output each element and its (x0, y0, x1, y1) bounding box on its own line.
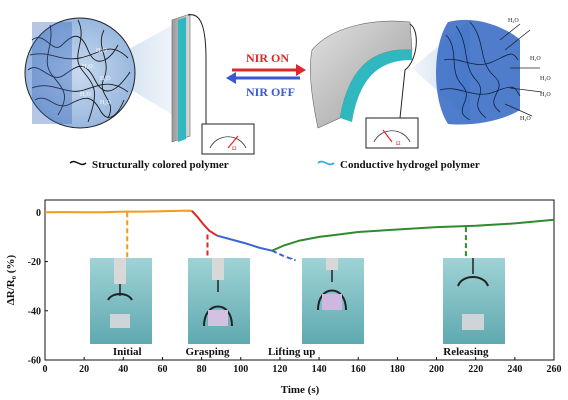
polymer-chains-left (27, 19, 131, 123)
x-tick-label: 40 (118, 364, 128, 375)
x-tick-label: 260 (547, 364, 562, 375)
svg-text:H₂O: H₂O (530, 56, 541, 62)
data-series-line (271, 218, 555, 252)
data-series-line (271, 249, 296, 262)
photo-releasing (443, 258, 505, 344)
x-tick-label: 100 (233, 364, 248, 375)
stage-label: Releasing (443, 346, 489, 358)
hydrogel-layer-flat (178, 17, 186, 142)
ohmmeter-left: Ω (201, 123, 255, 155)
y-tick-label: -60 (28, 356, 41, 367)
y-tick-label: -20 (28, 257, 41, 268)
schematic-right: Ω H₂O H₂O H₂O H₂O H₂O (310, 18, 551, 149)
y-axis-title: ΔR/R₀ (%) (5, 255, 17, 306)
chart: 0 20 40 60 80 100 120 140 160 180 200 220 240 260 0 -2… (5, 199, 562, 396)
nir-arrows: NIR ON NIR OFF (226, 51, 306, 99)
x-tick-label: 220 (468, 364, 483, 375)
y-tick-label: 0 (36, 208, 41, 219)
stage-label: Initial (113, 346, 142, 358)
svg-text:H₂O: H₂O (96, 48, 107, 54)
x-tick-label: 120 (272, 364, 287, 375)
wire-left (187, 14, 207, 128)
polymer-chains-right (439, 21, 521, 121)
x-tick-label: 0 (43, 364, 48, 375)
data-series-line (191, 210, 218, 237)
x-tick-label: 60 (157, 364, 167, 375)
svg-text:H₂O: H₂O (80, 92, 91, 98)
legend-structural-label: Structurally colored polymer (92, 159, 229, 171)
water-labels-right: H₂O H₂O H₂O H₂O H₂O (508, 18, 551, 122)
water-labels-left: H₂O H₂O H₂O H₂O H₂O (80, 48, 111, 106)
photo-grasping (188, 258, 250, 344)
legend: Structurally colored polymer Conductive … (69, 159, 480, 171)
schematic-left: H₂O H₂O H₂O H₂O H₂O Ω (24, 13, 255, 155)
data-series-line (44, 209, 192, 214)
svg-text:H₂O: H₂O (100, 76, 111, 82)
svg-text:H₂O: H₂O (508, 18, 519, 24)
wire-right (399, 23, 417, 119)
svg-text:H₂O: H₂O (540, 76, 551, 82)
stage-label: Grasping (185, 346, 230, 358)
x-axis-title: Time (s) (281, 384, 320, 396)
stage-marker-lines (126, 212, 467, 260)
x-tick-label: 140 (312, 364, 327, 375)
svg-text:Ω: Ω (232, 146, 237, 152)
legend-blue-chain-icon (317, 160, 335, 166)
x-tick-label: 180 (390, 364, 405, 375)
series-group (44, 209, 555, 262)
legend-hydrogel-label: Conductive hydrogel polymer (340, 159, 480, 171)
nir-off-label: NIR OFF (246, 85, 295, 99)
ohmmeter-right: Ω (365, 117, 419, 149)
data-series-line (217, 234, 273, 252)
water-arrows (499, 23, 543, 117)
stage-labels: Initial Grasping Lifting up Releasing (113, 346, 489, 358)
y-tick-label: -40 (28, 306, 41, 317)
plot-frame (44, 199, 555, 361)
legend-black-chain-icon (69, 160, 87, 166)
x-tick-label: 200 (429, 364, 444, 375)
swollen-network (436, 19, 520, 125)
x-tick-label: 80 (197, 364, 207, 375)
hydrogel-layer-bent (340, 49, 412, 122)
svg-text:H₂O: H₂O (520, 116, 531, 122)
x-tick-label: 20 (79, 364, 89, 375)
nir-on-label: NIR ON (246, 51, 289, 65)
stage-label: Lifting up (268, 346, 315, 358)
x-tick-label: 240 (507, 364, 522, 375)
zoom-cone-left (95, 22, 178, 118)
photo-lifting (302, 258, 364, 344)
svg-text:Ω: Ω (396, 141, 401, 147)
photo-initial (90, 258, 152, 344)
x-tick-label: 160 (351, 364, 366, 375)
svg-text:H₂O: H₂O (100, 100, 111, 106)
svg-text:H₂O: H₂O (82, 64, 93, 70)
x-axis: 0 20 40 60 80 100 120 140 160 180 200 220 240 260 (43, 357, 562, 375)
blue-shade (32, 22, 72, 124)
svg-text:H₂O: H₂O (540, 92, 551, 98)
